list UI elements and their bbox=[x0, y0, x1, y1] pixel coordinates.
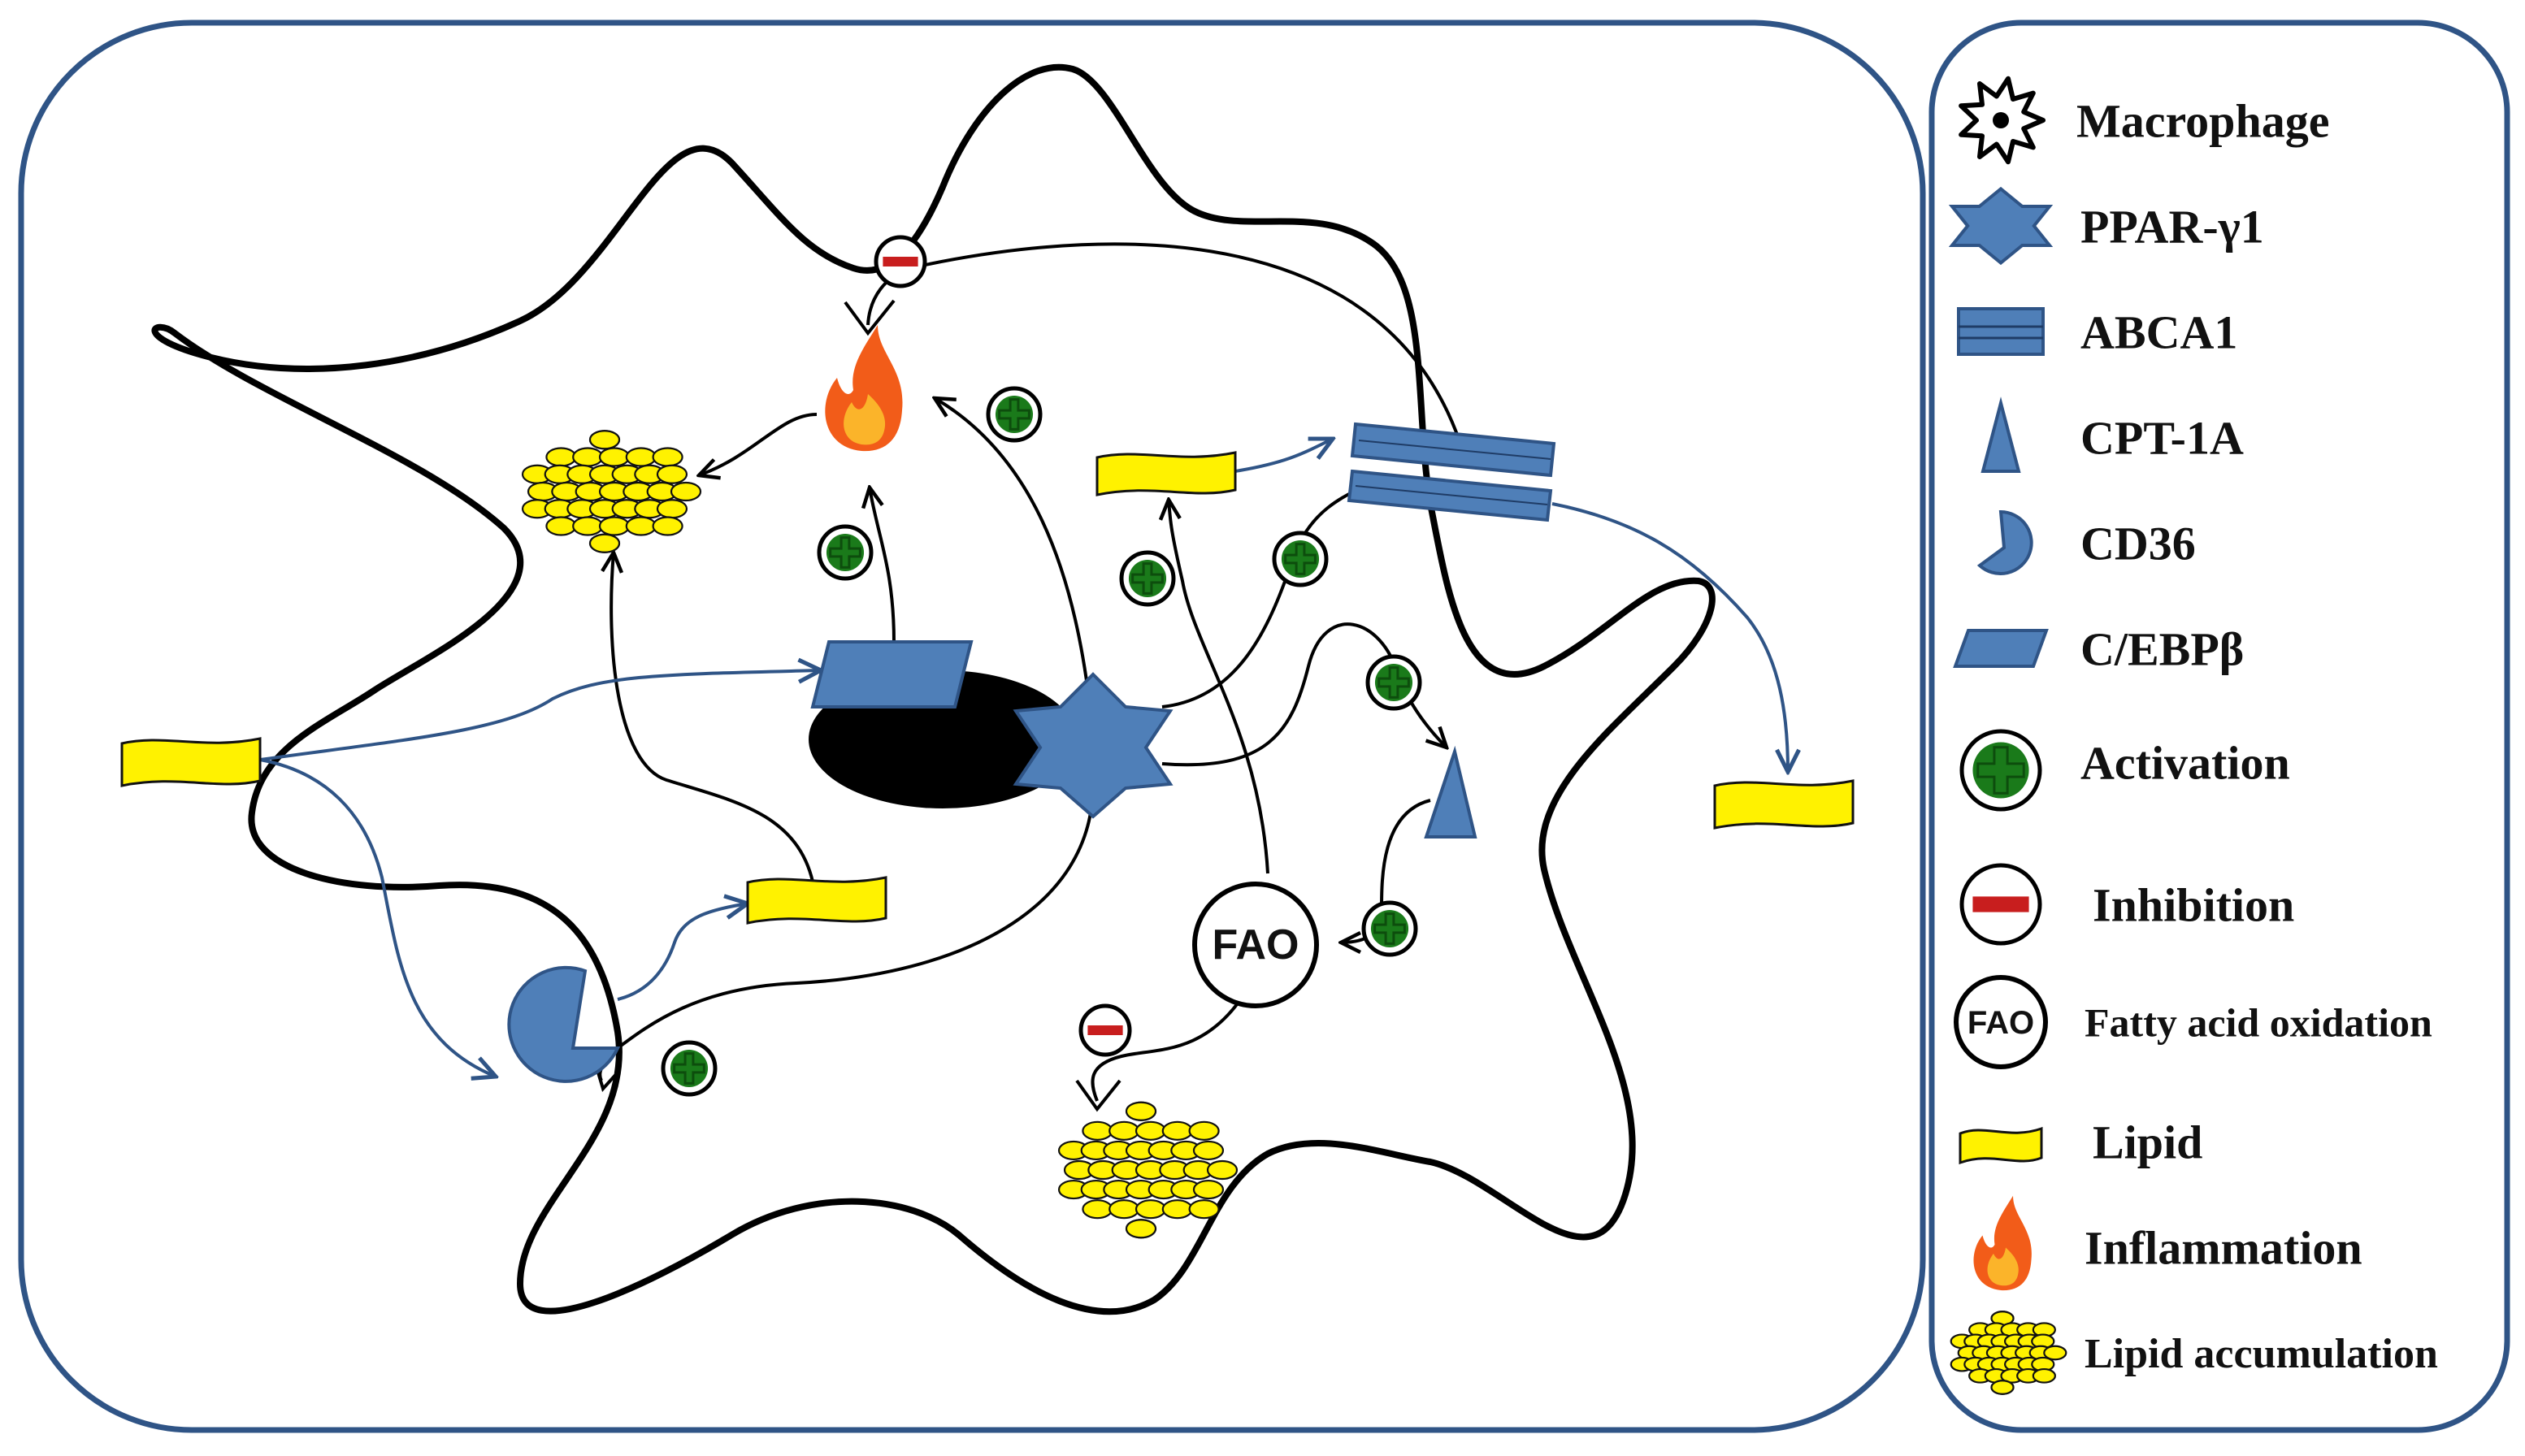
flame-icon bbox=[1973, 1195, 2032, 1291]
arrow-ppar-to-cpt1a bbox=[1161, 622, 1447, 767]
blue-arrow-lipid-to-cebpb bbox=[259, 670, 821, 761]
blue-arrow-lipid-to-cd36 bbox=[259, 758, 496, 1077]
arrow-inflammation-to-accumulation bbox=[699, 413, 818, 475]
cpt1a-triangle-icon bbox=[1981, 396, 2021, 473]
ppar-gamma1-protein bbox=[1013, 672, 1174, 819]
lipid-intracellular-top-right bbox=[1095, 451, 1237, 496]
cd36-protein bbox=[507, 965, 621, 1083]
activation-marker-cebpb-inflammation bbox=[817, 524, 874, 581]
activation-legend-symbol bbox=[1959, 729, 2042, 812]
activation-marker-cpt1a-fao bbox=[1361, 900, 1418, 957]
abca1-bars-icon bbox=[1957, 307, 2045, 356]
lipid-extracellular-left bbox=[120, 737, 262, 787]
legend-label-4: CPT-1A bbox=[2080, 411, 2244, 464]
activation-marker-fao-lipid bbox=[1119, 550, 1176, 607]
legend-label-5: CD36 bbox=[2080, 517, 2196, 570]
legend-label-2: PPAR-γ1 bbox=[2080, 200, 2264, 253]
arrow-cebpb-to-inflammation bbox=[870, 488, 896, 643]
activation-plus-icon bbox=[1959, 729, 2042, 812]
inhibition-legend-symbol bbox=[1959, 863, 2042, 946]
blue-arrow-cd36-to-lipid bbox=[617, 904, 748, 1001]
arrow-fao-to-lipid bbox=[1169, 500, 1269, 874]
lipid-extracellular-right bbox=[1713, 779, 1855, 830]
macrophage-membrane bbox=[151, 63, 1716, 1315]
activation-marker-ppar-inflammation bbox=[986, 386, 1043, 443]
legend-label-10: Lipid bbox=[2093, 1116, 2202, 1168]
fao-node: FAO bbox=[1192, 882, 1319, 1008]
blue-arrow-lipid-to-abca1 bbox=[1234, 439, 1333, 473]
lipid-accumulation-cluster-bottom bbox=[1057, 1101, 1239, 1239]
inhibition-tbar-inflammation bbox=[844, 299, 896, 336]
fao-label: FAO bbox=[1213, 921, 1299, 968]
legend-label-12: Lipid accumulation bbox=[2085, 1331, 2438, 1377]
inhibition-marker-inflammation bbox=[874, 235, 927, 288]
cpt1a-protein bbox=[1424, 745, 1477, 838]
cebpb-protein bbox=[810, 640, 974, 708]
abca1-protein bbox=[1347, 422, 1556, 522]
legend-label-8: Inhibition bbox=[2093, 878, 2294, 931]
lipid-accumulation-icon bbox=[1950, 1311, 2067, 1395]
lipid-icon bbox=[1959, 1126, 2043, 1165]
legend-label-3: ABCA1 bbox=[2080, 306, 2237, 358]
legend-label-9: Fatty acid oxidation bbox=[2085, 1000, 2432, 1046]
lipid-legend-symbol bbox=[1959, 1126, 2043, 1165]
legend-label-11: Inflammation bbox=[2085, 1221, 2362, 1274]
inhibition-marker-accumulation bbox=[1078, 1003, 1132, 1057]
blue-arrow-abca1-efflux bbox=[1551, 502, 1788, 772]
legend-label-6: C/EBPβ bbox=[2080, 622, 2244, 675]
macrophage-icon bbox=[1959, 76, 2046, 165]
legend-label-1: Macrophage bbox=[2076, 94, 2329, 147]
inhibition-minus-icon bbox=[1959, 863, 2042, 946]
cd36-pacman-icon bbox=[1976, 509, 2033, 575]
arrow-lipid-to-accumulation bbox=[611, 552, 814, 882]
inhibition-arc-fao-to-accumulation bbox=[1091, 994, 1245, 1102]
fao-legend-icon-text: FAO bbox=[1968, 1005, 2034, 1041]
activation-marker-cd36-ppar bbox=[661, 1040, 718, 1097]
activation-marker-ppar-abca1 bbox=[1272, 531, 1329, 587]
arrow-ppar-to-inflammation bbox=[935, 398, 1091, 700]
inhibition-tbar-accumulation bbox=[1075, 1079, 1121, 1112]
legend-label-7: Activation bbox=[2080, 736, 2290, 789]
lipid-intracellular-center bbox=[746, 876, 887, 925]
lipid-accumulation-cluster-top bbox=[521, 430, 702, 553]
legend-panel-frame bbox=[1928, 20, 2510, 1433]
activation-marker-ppar-cpt1a bbox=[1365, 654, 1422, 711]
cebpb-parallelogram-icon bbox=[1953, 629, 2049, 668]
ppar-star-icon bbox=[1948, 186, 2054, 266]
fao-circle-icon: FAO bbox=[1954, 975, 2048, 1069]
inflammation-flame-icon bbox=[825, 325, 903, 452]
